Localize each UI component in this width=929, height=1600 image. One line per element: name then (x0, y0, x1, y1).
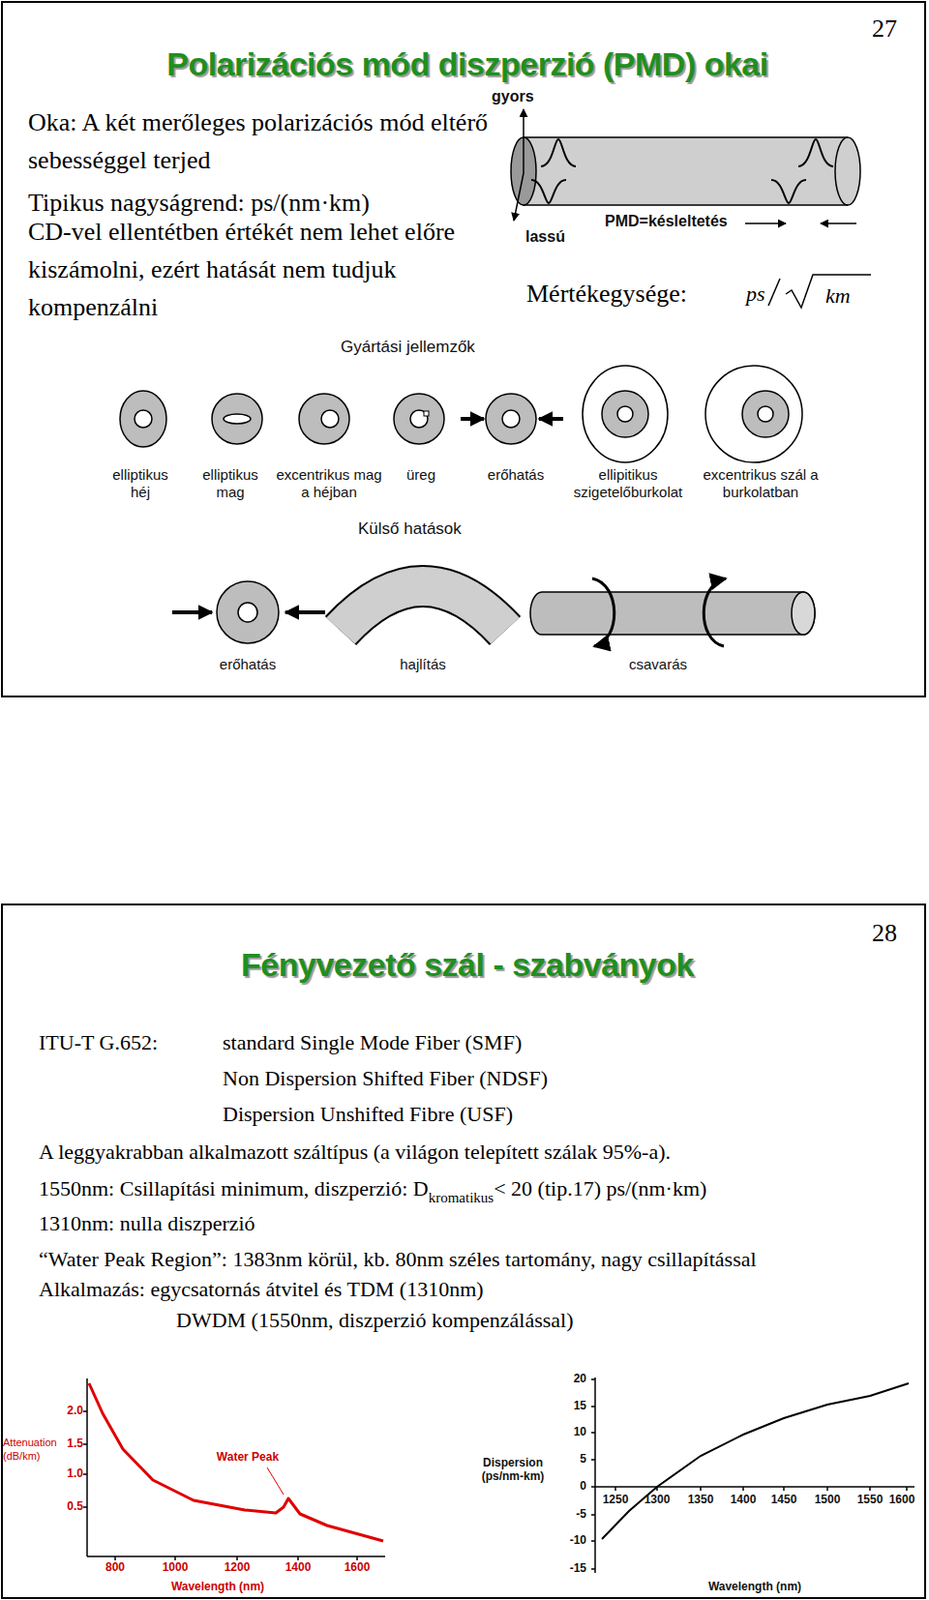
figure-label: Külső hatások (358, 519, 462, 540)
axis-label: -5 (575, 1508, 587, 1523)
axis-label: 15 (573, 1400, 587, 1414)
axis-label: 1400 (285, 1561, 312, 1576)
figure-label: elliptikus mag (191, 466, 270, 502)
body-text: standard Single Mode Fiber (SMF) (222, 1030, 522, 1055)
axis-label: 1300 (644, 1494, 671, 1508)
axis-label: 1550 (857, 1494, 884, 1508)
axis-label: Dispersion (ps/nm-km) (464, 1457, 562, 1485)
body-text: Oka: A két merőleges polarizációs mód el… (28, 103, 493, 180)
body-text: Mértékegysége: (526, 279, 688, 309)
figure-label: erőhatás (477, 466, 555, 484)
subscript-text: kromatikus (428, 1190, 495, 1207)
axis-label: 2.0 (66, 1405, 84, 1419)
axis-label: 20 (573, 1373, 587, 1387)
figure-label: gyors (491, 88, 535, 106)
axis-label: -10 (569, 1534, 587, 1549)
body-text: “Water Peak Region”: 1383nm körül, kb. 8… (38, 1247, 757, 1272)
slide-title: Fényvezető szál - szabványok (240, 946, 694, 985)
axis-label: 1250 (602, 1494, 630, 1508)
axis-label: 800 (105, 1561, 125, 1576)
figure-label: excentrikus szál a burkolatban (697, 466, 824, 502)
axis-label: 1400 (730, 1494, 757, 1508)
axis-label: -15 (569, 1562, 587, 1577)
axis-label: 1450 (771, 1494, 798, 1508)
axis-label: 1.5 (66, 1438, 84, 1452)
figure-label: üreg (387, 466, 455, 484)
axis-label: 1600 (889, 1494, 916, 1508)
attenuation-chart (83, 1378, 386, 1561)
body-text: < 20 (tip.17) ps/(nm·km) (493, 1176, 707, 1201)
axis-label: Wavelength (nm) (708, 1581, 802, 1595)
figure-label: elliptikus héj (101, 466, 180, 502)
body-text: CD-vel ellentétben értékét nem lehet elő… (28, 212, 493, 327)
axis-label: 5 (579, 1453, 587, 1468)
axis-label: Water Peak (216, 1451, 279, 1466)
axis-label: 1600 (344, 1561, 371, 1576)
body-text: A leggyakrabban alkalmazott száltípus (a… (38, 1139, 671, 1165)
figure-label: ellipitikus szigetelőburkolat (562, 466, 694, 502)
figure-label: lassú (525, 228, 566, 246)
fiber-cross-sections (119, 365, 803, 463)
axis-label: 1200 (224, 1561, 251, 1576)
axis-label: 1350 (688, 1494, 715, 1508)
body-text: Non Dispersion Shifted Fiber (NDSF) (222, 1066, 548, 1091)
axis-label: 1500 (814, 1494, 841, 1508)
figure-label: excentrikus mag a héjban (275, 466, 383, 502)
body-text: ITU-T G.652: (38, 1030, 158, 1055)
body-text: 1310nm: nulla diszperzió (38, 1211, 256, 1236)
fiber-pmd-figure (510, 109, 861, 224)
axis-label: 0.5 (66, 1500, 84, 1515)
axis-label: Wavelength (nm) (171, 1581, 265, 1595)
body-text: DWDM (1550nm, diszperzió kompenzálással) (176, 1308, 574, 1333)
figure-label: PMD=késleltetés (604, 212, 728, 231)
external-effects (172, 578, 815, 647)
dispersion-chart (591, 1378, 915, 1574)
text-row: 1550nm: Csillapítási minimum, diszperzió… (38, 1176, 707, 1201)
body-text: Dispersion Unshifted Fibre (USF) (222, 1102, 513, 1127)
figure-label: hajlítás (379, 656, 467, 674)
axis-label: 10 (573, 1426, 587, 1440)
unit-root-symbol (768, 274, 871, 308)
figure-label: csavarás (614, 656, 702, 674)
slide-title: Polarizációs mód diszperzió (PMD) okai (166, 45, 768, 84)
page-number: 27 (871, 14, 898, 44)
axis-label: Attenuation (dB/km) (2, 1436, 61, 1464)
body-text: Tipikus nagyságrend: ps/(nm·km) (28, 183, 493, 222)
body-text: ps (746, 281, 766, 306)
body-text: Alkalmazás: egycsatornás átvitel és TDM … (38, 1277, 484, 1302)
axis-label: 0 (579, 1480, 587, 1495)
figure-label: Gyártási jellemzők (340, 337, 476, 358)
body-text: 1550nm: Csillapítási minimum, diszperzió… (38, 1176, 429, 1201)
axis-label: 1.0 (66, 1468, 84, 1482)
body-text: km (825, 283, 851, 308)
axis-label: 1000 (162, 1561, 189, 1576)
page-number: 28 (871, 919, 898, 949)
figure-label: erőhatás (204, 656, 292, 674)
